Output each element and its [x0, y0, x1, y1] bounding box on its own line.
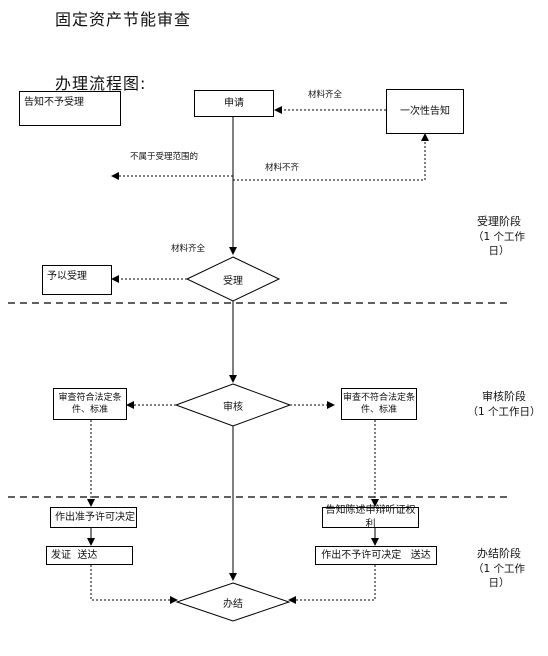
- edge-label-materials-complete-mid: 材料齐全: [171, 244, 206, 254]
- edge-issue-to-complete: [90, 565, 178, 604]
- flowchart-subtitle: 办理流程图:: [55, 74, 147, 93]
- diamond-accept: [185, 256, 281, 302]
- stage-accept-name: 受理阶段: [477, 215, 521, 228]
- accept-decision-label: 受理: [223, 276, 243, 287]
- review-label: 审核: [223, 402, 243, 413]
- one-time-notice-label: 一次性告知: [400, 105, 450, 117]
- edge-deny-to-complete: [288, 565, 376, 604]
- stage-complete-duration: （1 个工作日）: [472, 562, 526, 590]
- stage-review-name: 审核阶段: [482, 390, 526, 403]
- grant-decision-label: 作出准予许可决定: [55, 511, 135, 523]
- one-time-notice-box: 一次性告知: [386, 89, 464, 134]
- grant-decision-box: 作出准予许可决定: [50, 507, 137, 528]
- stage-accept: 受理阶段 （1 个工作日）: [468, 215, 530, 258]
- stage-review-duration: （1 个工作日）: [467, 405, 541, 418]
- deny-decision-label: 作出不予许可决定 送达: [321, 549, 431, 561]
- accepted-box: 予以受理: [42, 265, 112, 295]
- reject-notice-label: 告知不予受理: [24, 97, 84, 108]
- apply-box: 申请: [194, 90, 274, 117]
- stage-accept-duration: （1 个工作日）: [472, 230, 526, 258]
- apply-label: 申请: [224, 97, 244, 109]
- diamond-complete: [175, 582, 291, 622]
- meets-standard-label: 审查符合法定条件、标准: [58, 392, 122, 415]
- diamond-review: [174, 383, 292, 427]
- reject-notice-box: 告知不予受理: [19, 91, 121, 126]
- deny-decision-box: 作出不予许可决定 送达: [315, 546, 437, 565]
- notify-hearing-label: 告知陈述申辩听证权利: [325, 505, 416, 530]
- meets-standard-box: 审查符合法定条件、标准: [53, 388, 127, 420]
- edge-label-materials-incomplete: 材料不齐: [265, 163, 300, 173]
- edge-label-out-of-scope: 不属于受理范围的: [130, 152, 199, 162]
- stage-complete-name: 办结阶段: [477, 547, 521, 560]
- fails-standard-box: 审查不符合法定条件、标准: [341, 388, 417, 420]
- fails-standard-label: 审查不符合法定条件、标准: [342, 392, 415, 415]
- issue-cert-label: 发证 送达: [51, 549, 98, 561]
- complete-label: 办结: [223, 599, 243, 610]
- notify-hearing-box: 告知陈述申辩听证权利: [322, 505, 419, 530]
- page-title: 固定资产节能审查: [55, 10, 192, 29]
- stage-complete: 办结阶段 （1 个工作日）: [468, 547, 530, 590]
- edge-label-materials-complete-top: 材料齐全: [308, 90, 343, 100]
- stage-review: 审核阶段 （1 个工作日）: [462, 390, 546, 419]
- accepted-label: 予以受理: [47, 271, 87, 282]
- issue-cert-box: 发证 送达: [46, 546, 133, 565]
- edge-incomplete-to-notice: [233, 133, 429, 181]
